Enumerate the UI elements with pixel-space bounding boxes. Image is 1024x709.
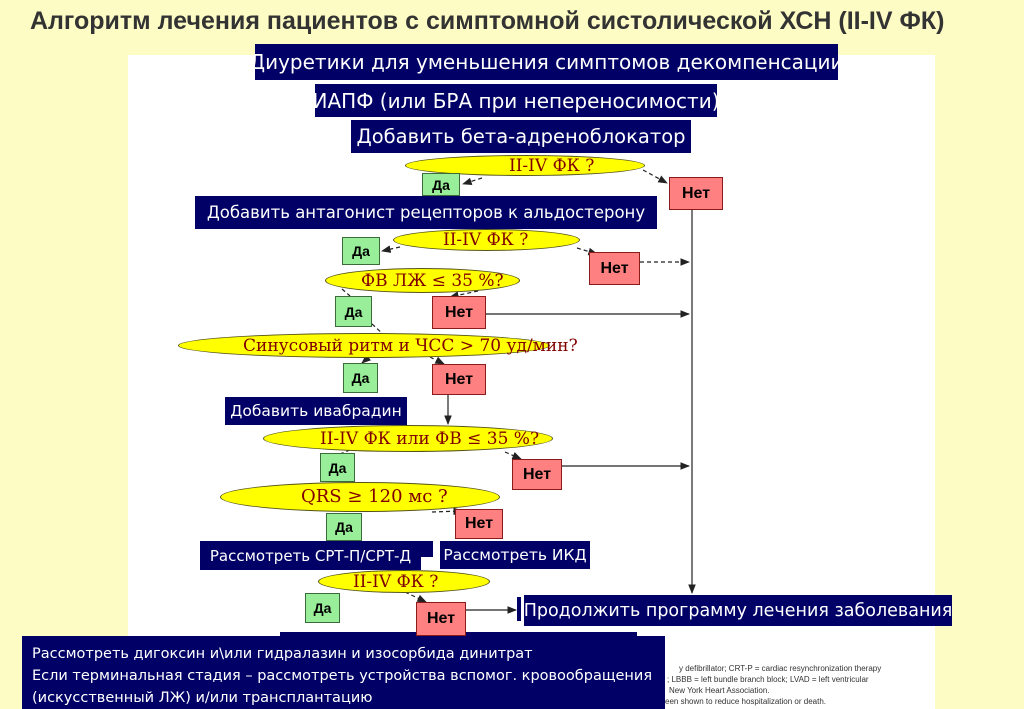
decision-ellipse-3: ФВ ЛЖ ≤ 35 %?	[325, 268, 520, 293]
hidden-box-edge	[517, 597, 521, 621]
step-diuretics: Диуретики для уменьшения симптомов деком…	[249, 44, 844, 80]
q2-to-yes-arrow	[381, 245, 401, 253]
q6-to-no-arrow	[431, 507, 463, 516]
footnote-fragment: een shown to reduce hospitalization or d…	[665, 697, 826, 706]
no-box-5: Нет	[512, 459, 562, 490]
decision-question: II-IV ФК ?	[443, 230, 529, 250]
decision-question: Синусовый ритм и ЧСС > 70 уд/мин?	[243, 335, 578, 356]
step-mra: Добавить антагонист рецепторов к альдост…	[195, 196, 657, 229]
no-box-3: Нет	[432, 296, 486, 329]
footnote-fragment: ; LBBB = left bundle branch block; LVAD …	[667, 675, 869, 684]
no-box-1: Нет	[669, 177, 723, 210]
decision-ellipse-4: Синусовый ритм и ЧСС > 70 уд/мин?	[178, 333, 578, 358]
decision-ellipse-6: QRS ≥ 120 мс ?	[220, 482, 500, 512]
step-ivabradine: Добавить ивабрадин	[225, 397, 407, 425]
no-box-4: Нет	[432, 364, 486, 395]
decision-ellipse-2: II-IV ФК ?	[393, 229, 580, 251]
step-final-options: Рассмотреть дигоксин и\или гидралазин и …	[22, 636, 665, 709]
decision-ellipse-7: II-IV ФК ?	[318, 570, 490, 593]
yes-box-5: Да	[320, 453, 355, 482]
yes-box-3: Да	[335, 296, 372, 327]
no-box-7: Нет	[416, 602, 466, 636]
decision-question: ФВ ЛЖ ≤ 35 %?	[361, 270, 504, 291]
step-acei: ИАПФ (или БРА при непереносимости)	[313, 84, 720, 117]
q5-to-no-arrow	[504, 451, 522, 460]
final-option-line: Если терминальная стадия – рассмотреть у…	[32, 668, 653, 684]
footnote-fragment: New York Heart Association.	[669, 686, 770, 695]
step-continue-treatment: Продолжить программу лечения заболевания	[524, 595, 952, 626]
step-icd: Рассмотреть ИКД	[440, 541, 590, 569]
decision-question: II-IV ФК или ФВ ≤ 35 %?	[320, 428, 540, 449]
decision-question: II-IV ФК ?	[509, 155, 595, 176]
yes-box-6: Да	[326, 513, 362, 541]
decision-question: QRS ≥ 120 мс ?	[301, 486, 448, 507]
hidden-box-edge	[421, 541, 433, 557]
yes-box-1: Да	[422, 173, 460, 196]
yes3-to-q4-line	[371, 323, 385, 336]
q4-to-no-arrow	[429, 356, 445, 365]
decision-ellipse-5: II-IV ФК или ФВ ≤ 35 %?	[263, 425, 553, 452]
step-beta-blocker: Добавить бета-адреноблокатор	[351, 120, 691, 153]
no-box-2: Нет	[589, 252, 640, 285]
yes-box-2: Да	[342, 237, 380, 265]
no-box-6: Нет	[455, 509, 503, 539]
q1-to-no-arrow	[642, 169, 668, 184]
decision-ellipse-1: II-IV ФК ?	[405, 155, 645, 176]
q3-to-yes-line	[341, 288, 351, 297]
slide-title: Алгоритм лечения пациентов с симптомной …	[30, 7, 945, 35]
decision-question: II-IV ФК ?	[353, 571, 439, 592]
final-option-line: Рассмотреть дигоксин и\или гидралазин и …	[32, 646, 533, 662]
yes-box-4: Да	[343, 363, 378, 393]
step-crt: Рассмотреть СРТ-П/СРТ-Д	[200, 541, 421, 570]
q7-to-no-arrow	[404, 591, 427, 603]
yes-box-7: Да	[305, 593, 340, 623]
q1-to-yes-arrow	[462, 177, 483, 186]
footnote-fragment: y defibrillator; CRT-P = cardiac resynch…	[679, 664, 882, 673]
final-option-line: (искусственный ЛЖ) и/или трансплантацию	[32, 690, 373, 706]
